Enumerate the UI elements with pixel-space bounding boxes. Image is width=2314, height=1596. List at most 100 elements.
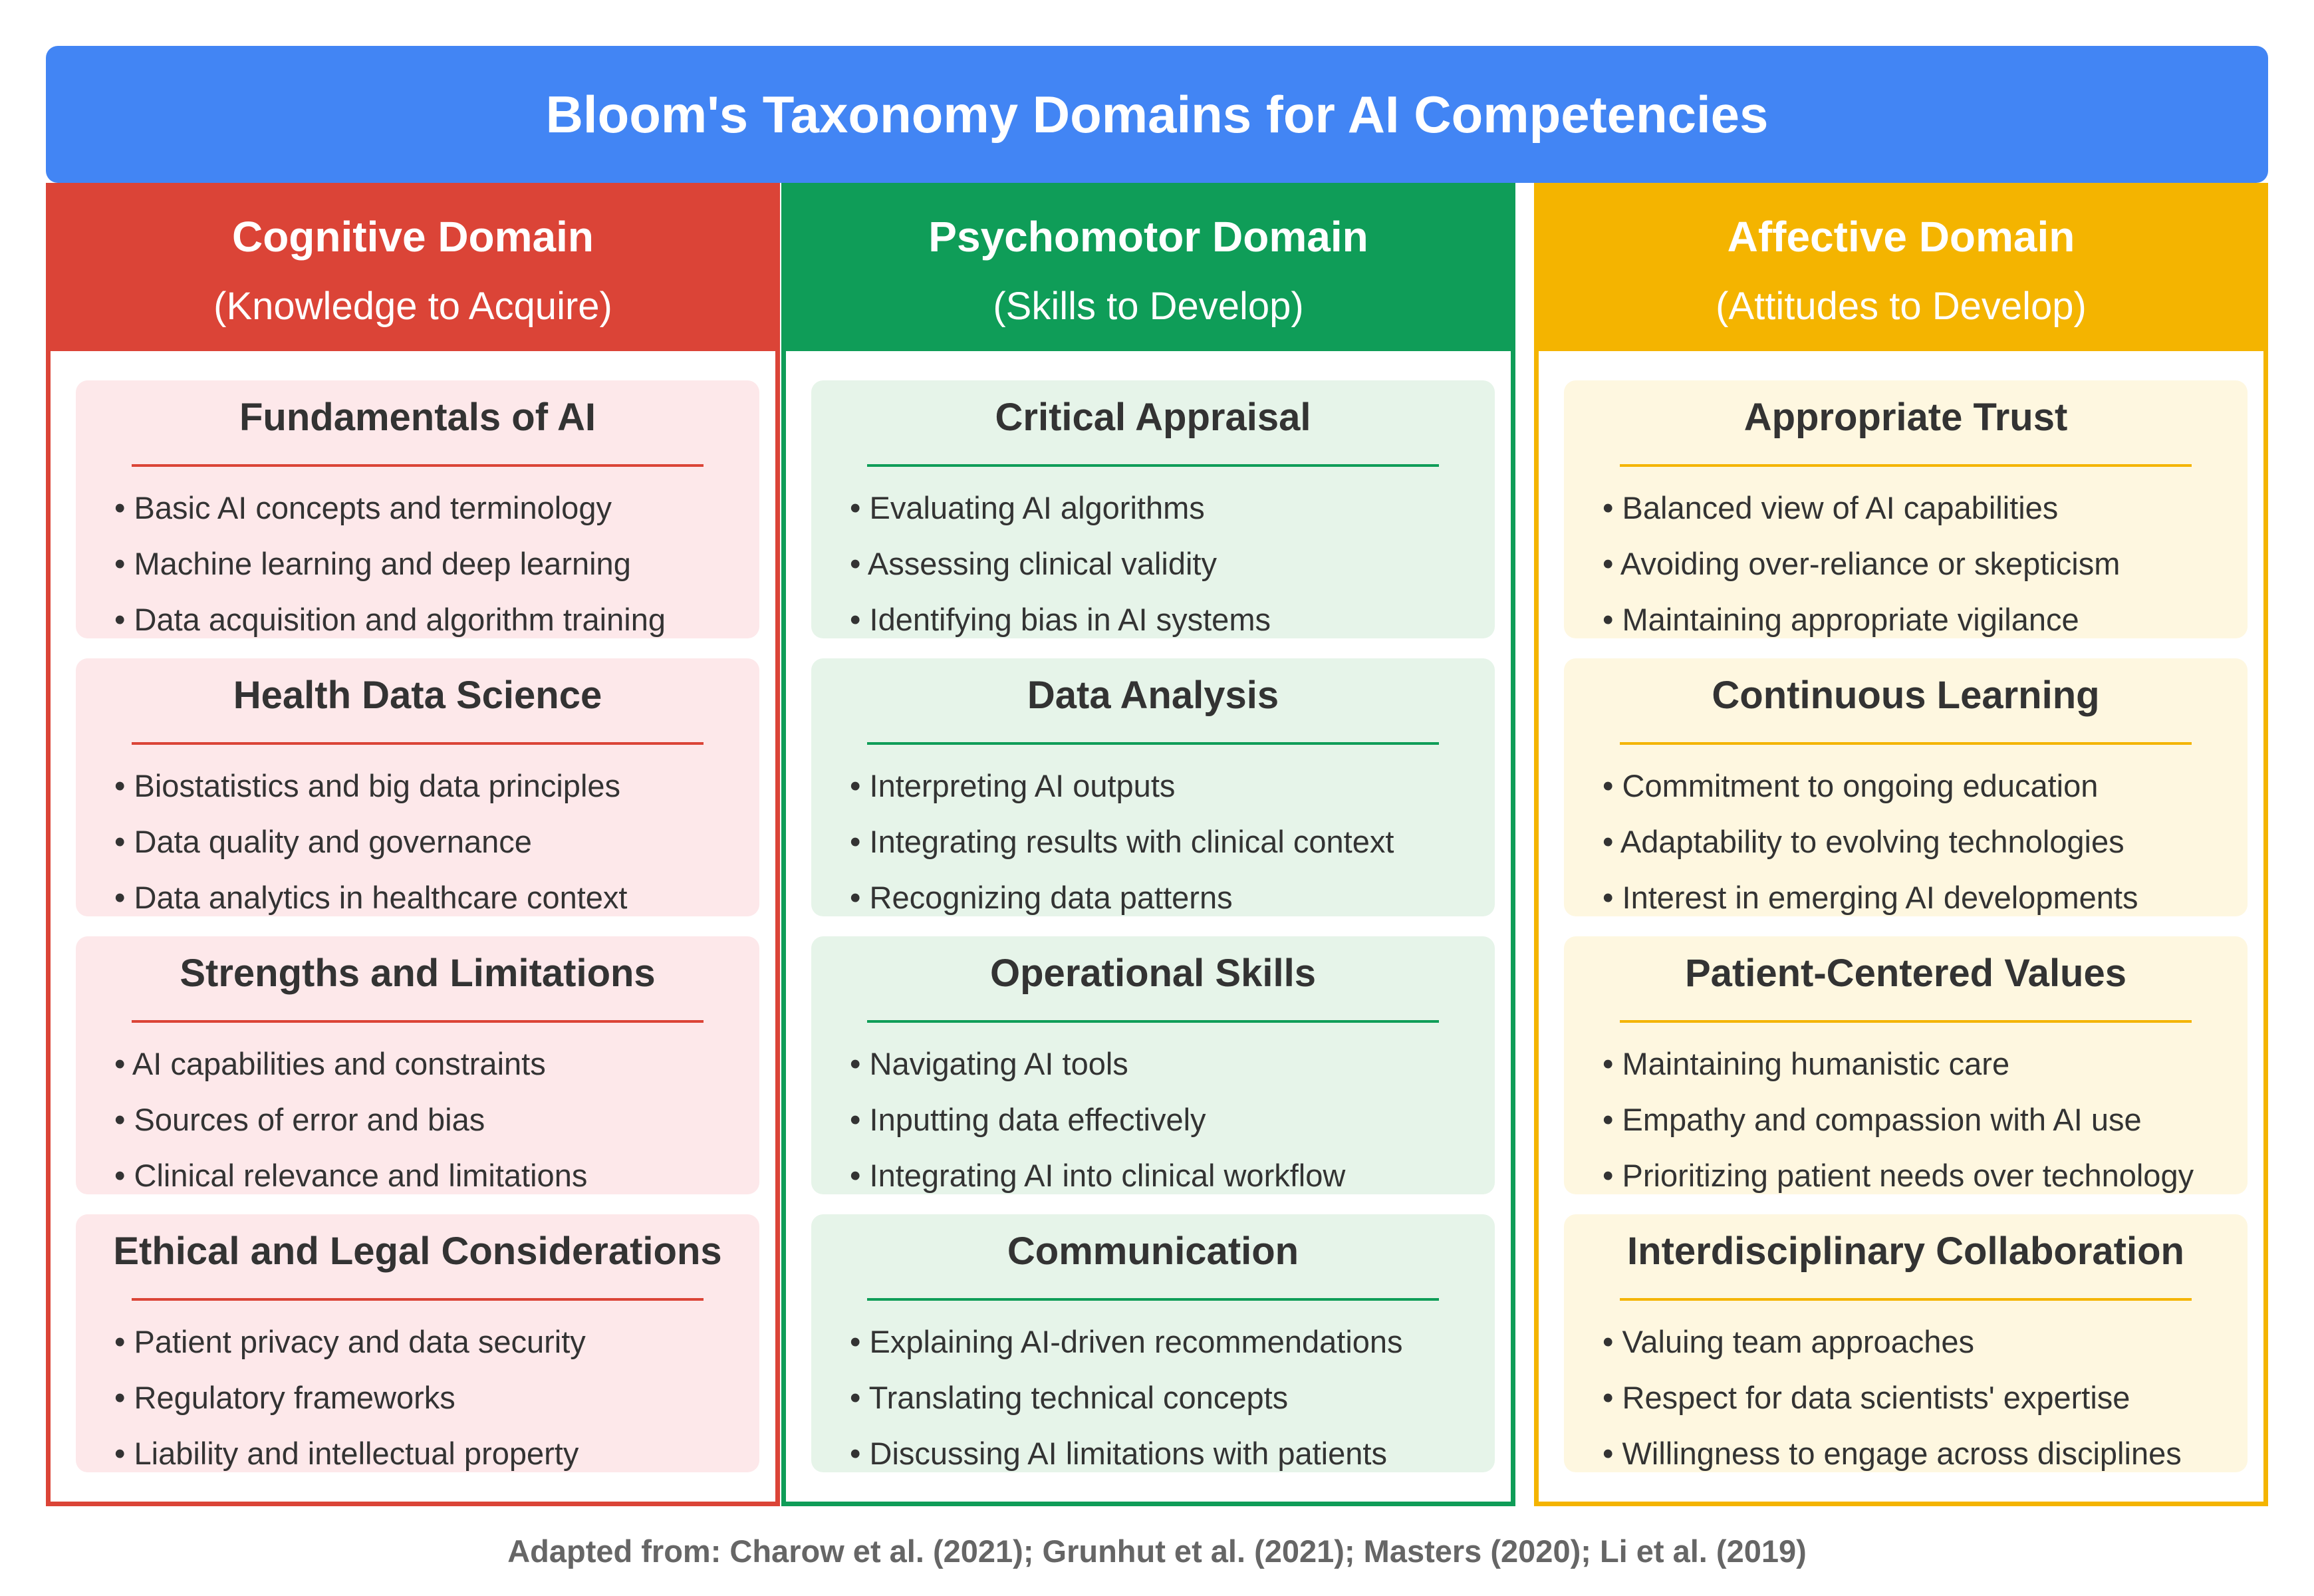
- list-item-text: Data quality and governance: [134, 824, 532, 859]
- bullet-icon: •: [114, 1158, 134, 1193]
- domain-title: Psychomotor Domain: [928, 213, 1368, 261]
- bullet-icon: •: [1603, 602, 1622, 637]
- competency-list: • Basic AI concepts and terminology• Mac…: [114, 480, 666, 648]
- list-item-text: Navigating AI tools: [869, 1046, 1128, 1081]
- bullet-icon: •: [1603, 1380, 1622, 1415]
- competency-card: Patient-Centered Values • Maintaining hum…: [1564, 936, 2248, 1194]
- card-divider: [1620, 742, 2192, 745]
- bullet-icon: •: [850, 1324, 870, 1359]
- affective-domain-column: Affective Domain(Attitudes to Develop)Ap…: [1534, 183, 2268, 1506]
- bullet-icon: •: [114, 602, 134, 637]
- card-divider: [867, 464, 1439, 467]
- list-item: • Recognizing data patterns: [850, 870, 1394, 926]
- list-item-text: Recognizing data patterns: [869, 880, 1233, 915]
- competency-title: Patient-Centered Values: [1685, 952, 2126, 995]
- list-item-text: Prioritizing patient needs over technolo…: [1622, 1158, 2194, 1193]
- list-item-text: Identifying bias in AI systems: [869, 602, 1271, 637]
- list-item: • Maintaining appropriate vigilance: [1603, 592, 2120, 648]
- list-item-text: Explaining AI-driven recommendations: [869, 1324, 1403, 1359]
- card-divider: [132, 742, 704, 745]
- list-item: • Integrating results with clinical cont…: [850, 814, 1394, 870]
- list-item: • Assessing clinical validity: [850, 536, 1271, 592]
- competency-title: Appropriate Trust: [1743, 396, 2068, 439]
- competency-list: • Commitment to ongoing education• Adapt…: [1603, 758, 2138, 926]
- competency-list: • Valuing team approaches• Respect for d…: [1603, 1314, 2182, 1482]
- bullet-icon: •: [1603, 1158, 1622, 1193]
- bullet-icon: •: [1603, 768, 1622, 803]
- list-item-text: Biostatistics and big data principles: [134, 768, 621, 803]
- psychomotor-domain-header: Psychomotor Domain (Skills to Develop): [781, 183, 1515, 351]
- list-item: • Respect for data scientists' expertise: [1603, 1370, 2182, 1426]
- competency-title: Fundamentals of AI: [239, 396, 596, 439]
- competency-list: • Navigating AI tools• Inputting data ef…: [850, 1036, 1345, 1204]
- list-item: • Basic AI concepts and terminology: [114, 480, 666, 536]
- card-divider: [1620, 1020, 2192, 1023]
- bullet-icon: •: [114, 768, 134, 803]
- list-item-text: Machine learning and deep learning: [134, 546, 631, 581]
- list-item-text: Maintaining humanistic care: [1622, 1046, 2010, 1081]
- competency-title: Continuous Learning: [1712, 674, 2100, 717]
- list-item-text: Balanced view of AI capabilities: [1622, 490, 2059, 525]
- bullet-icon: •: [1603, 546, 1620, 581]
- list-item-text: Basic AI concepts and terminology: [134, 490, 612, 525]
- list-item-text: Liability and intellectual property: [134, 1436, 579, 1471]
- list-item: • Navigating AI tools: [850, 1036, 1345, 1092]
- list-item-text: Respect for data scientists' expertise: [1622, 1380, 2130, 1415]
- competency-card: Appropriate Trust • Balanced view of AI c…: [1564, 380, 2248, 638]
- card-divider: [132, 464, 704, 467]
- card-divider: [867, 742, 1439, 745]
- list-item: • Empathy and compassion with AI use: [1603, 1092, 2194, 1148]
- competency-card: Fundamentals of AI • Basic AI concepts an…: [76, 380, 759, 638]
- card-divider: [132, 1020, 704, 1023]
- cognitive-domain-column: Cognitive Domain(Knowledge to Acquire)Fu…: [46, 183, 780, 1506]
- bullet-icon: •: [114, 1324, 134, 1359]
- list-item: • Valuing team approaches: [1603, 1314, 2182, 1370]
- card-divider: [867, 1298, 1439, 1301]
- card-divider: [132, 1298, 704, 1301]
- list-item-text: Integrating AI into clinical workflow: [869, 1158, 1346, 1193]
- list-item-text: AI capabilities and constraints: [132, 1046, 546, 1081]
- competency-list: • Biostatistics and big data principles•…: [114, 758, 628, 926]
- bullet-icon: •: [114, 1380, 134, 1415]
- domain-subtitle: (Skills to Develop): [993, 285, 1304, 328]
- list-item: • Willingness to engage across disciplin…: [1603, 1426, 2182, 1482]
- bullet-icon: •: [850, 1380, 869, 1415]
- bullet-icon: •: [114, 1436, 134, 1471]
- competency-list: • Patient privacy and data security• Reg…: [114, 1314, 586, 1482]
- list-item: • Adaptability to evolving technologies: [1603, 814, 2138, 870]
- bullet-icon: •: [1603, 490, 1622, 525]
- bullet-icon: •: [1603, 1436, 1622, 1471]
- competency-title: Ethical and Legal Considerations: [113, 1230, 722, 1273]
- competency-card: Continuous Learning• Commitment to ongoi…: [1564, 658, 2248, 916]
- competency-card: Ethical and Legal Considerations• Patien…: [76, 1214, 759, 1472]
- bullet-icon: •: [850, 1046, 870, 1081]
- source-footer: Adapted from: Charow et al. (2021); Grun…: [507, 1533, 1807, 1569]
- bullet-icon: •: [850, 490, 870, 525]
- list-item-text: Assessing clinical validity: [867, 546, 1217, 581]
- bullet-icon: •: [1603, 1102, 1622, 1137]
- list-item: • Discussing AI limitations with patient…: [850, 1426, 1403, 1482]
- bullet-icon: •: [114, 824, 134, 859]
- list-item-text: Regulatory frameworks: [134, 1380, 455, 1415]
- bullet-icon: •: [850, 1158, 870, 1193]
- competency-card: Critical Appraisal• Evaluating AI algori…: [811, 380, 1495, 638]
- competency-list: • Interpreting AI outputs• Integrating r…: [850, 758, 1394, 926]
- list-item: • Machine learning and deep learning: [114, 536, 666, 592]
- bullet-icon: •: [850, 1102, 870, 1137]
- competency-title: Operational Skills: [990, 952, 1316, 995]
- list-item: • Maintaining humanistic care: [1603, 1036, 2194, 1092]
- competency-title: Communication: [1007, 1230, 1299, 1273]
- competency-list: • Maintaining humanistic care• Empathy a…: [1603, 1036, 2194, 1204]
- bullet-icon: •: [1603, 824, 1620, 859]
- card-divider: [867, 1020, 1439, 1023]
- domain-title: Affective Domain: [1727, 213, 2075, 261]
- bullet-icon: •: [850, 546, 868, 581]
- list-item-text: Data acquisition and algorithm training: [134, 602, 666, 637]
- bullet-icon: •: [114, 880, 134, 915]
- list-item: • Explaining AI-driven recommendations: [850, 1314, 1403, 1370]
- competency-list: • Explaining AI-driven recommendations• …: [850, 1314, 1403, 1482]
- list-item-text: Integrating results with clinical contex…: [869, 824, 1394, 859]
- list-item: • Regulatory frameworks: [114, 1370, 586, 1426]
- list-item-text: Adaptability to evolving technologies: [1620, 824, 2124, 859]
- bullet-icon: •: [114, 490, 134, 525]
